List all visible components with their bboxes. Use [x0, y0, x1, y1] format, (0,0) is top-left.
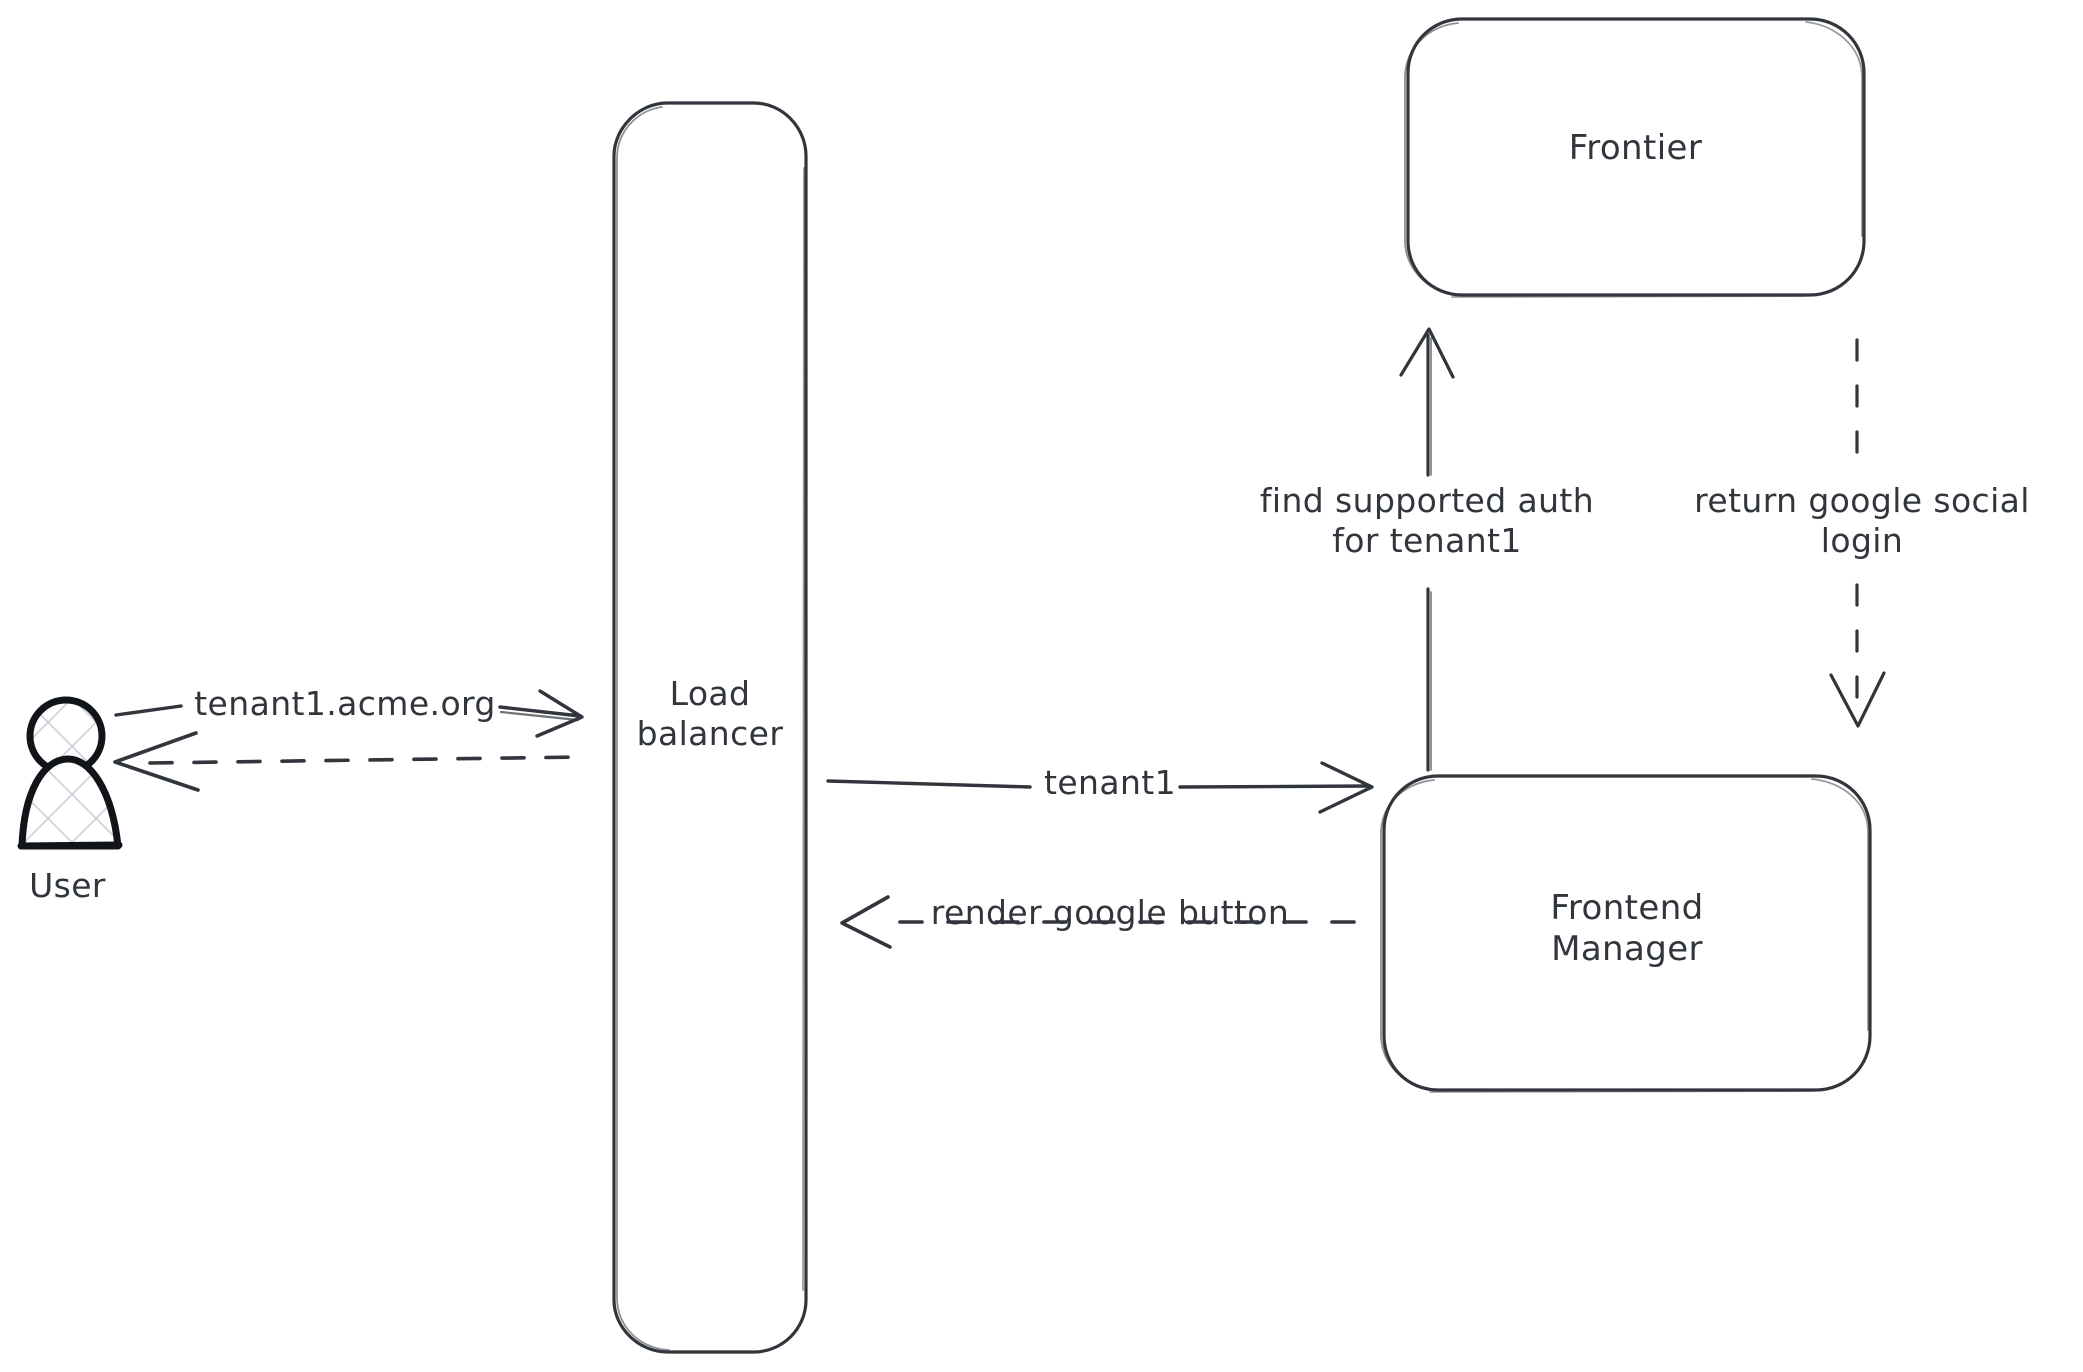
user-actor-icon	[17, 696, 123, 850]
edge-lb-to-fm	[826, 761, 1374, 814]
edge-fm-to-lb	[840, 895, 1380, 949]
edge-user-to-lb	[114, 689, 584, 738]
edge-lb-to-user	[113, 731, 584, 792]
edge-fm-to-frontier	[1399, 327, 1455, 772]
edge-frontier-to-fm	[1829, 338, 1886, 728]
frontend-manager-box	[1380, 774, 1872, 1093]
load-balancer-box	[612, 101, 808, 1354]
frontier-box	[1404, 17, 1866, 298]
